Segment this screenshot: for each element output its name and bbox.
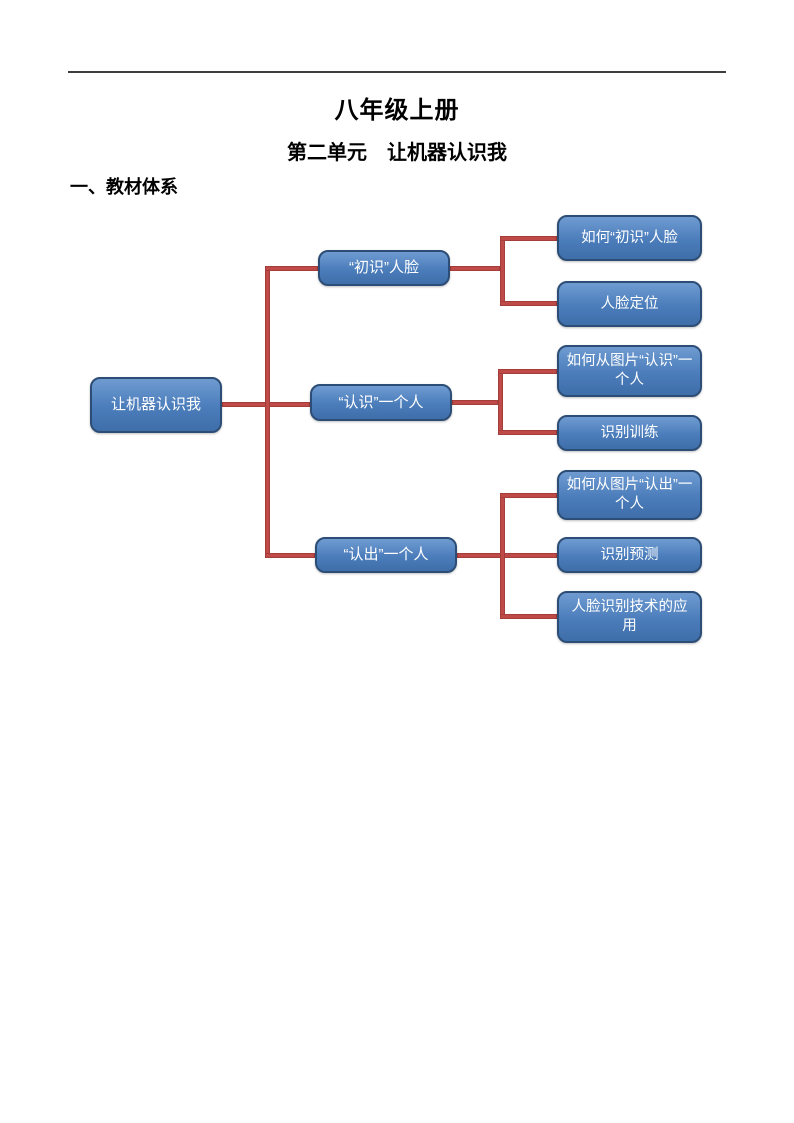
node-leaf-recognition-training: 识别训练: [557, 415, 702, 451]
connector-branch3-to-child3: [500, 614, 557, 619]
node-leaf1-label: 如何“初识”人脸: [581, 229, 678, 246]
connector-branch1-horizontal: [450, 266, 500, 271]
connector-branch3-horizontal: [457, 553, 557, 558]
connector-branch2-to-child1: [498, 369, 557, 374]
connector-root-to-branch3: [265, 553, 315, 558]
unit-title: 第二单元 让机器认识我: [287, 142, 507, 164]
connector-branch1-to-child1: [500, 236, 557, 241]
node-leaf4-label: 识别训练: [600, 424, 659, 441]
node-branch-know-a-person: “认识”一个人: [310, 384, 452, 421]
node-branch-first-look-face: “初识”人脸: [318, 250, 450, 286]
node-leaf-face-locating: 人脸定位: [557, 281, 702, 327]
node-leaf5-label: 如何从图片“认出”一个人: [566, 477, 693, 512]
node-leaf-how-first-look-face: 如何“初识”人脸: [557, 215, 702, 261]
node-leaf-recognize-person-from-picture: 如何从图片“认出”一个人: [557, 470, 702, 520]
connector-branch1-to-child2: [500, 301, 557, 306]
doc-title: 八年级上册: [334, 97, 460, 124]
header-rule: [68, 71, 726, 73]
node-branch-recognize-a-person: “认出”一个人: [315, 537, 457, 573]
node-leaf3-label: 如何从图片“认识”一个人: [566, 353, 693, 388]
node-leaf-recognition-prediction: 识别预测: [557, 537, 702, 573]
connector-branch2-horizontal: [452, 400, 498, 405]
node-branch3-label: “认出”一个人: [343, 546, 429, 564]
connector-branch2-trunk: [498, 369, 503, 435]
node-leaf2-label: 人脸定位: [600, 295, 659, 312]
node-branch1-label: “初识”人脸: [349, 259, 419, 277]
textbook-system-diagram: 让机器认识我 “初识”人脸 “认识”一个人 “认出”一个人 如何“初识”人脸 人…: [90, 215, 702, 643]
section-heading: 一、教材体系: [70, 177, 178, 197]
node-branch2-label: “认识”一个人: [338, 393, 424, 411]
node-root: 让机器认识我: [90, 377, 222, 433]
node-leaf-face-recognition-applications: 人脸识别技术的应用: [557, 591, 702, 643]
connector-branch1-trunk: [500, 236, 505, 306]
connector-branch2-to-child2: [498, 430, 557, 435]
node-root-label: 让机器认识我: [110, 396, 201, 414]
connector-branch3-to-child1: [500, 493, 557, 498]
connector-root-to-branch1: [265, 266, 318, 271]
node-leaf6-label: 识别预测: [600, 546, 659, 563]
connector-branch3-trunk: [500, 493, 505, 619]
node-leaf7-label: 人脸识别技术的应用: [571, 599, 688, 634]
node-leaf-know-person-from-picture: 如何从图片“认识”一个人: [557, 345, 702, 397]
connector-root-trunk: [265, 266, 270, 558]
